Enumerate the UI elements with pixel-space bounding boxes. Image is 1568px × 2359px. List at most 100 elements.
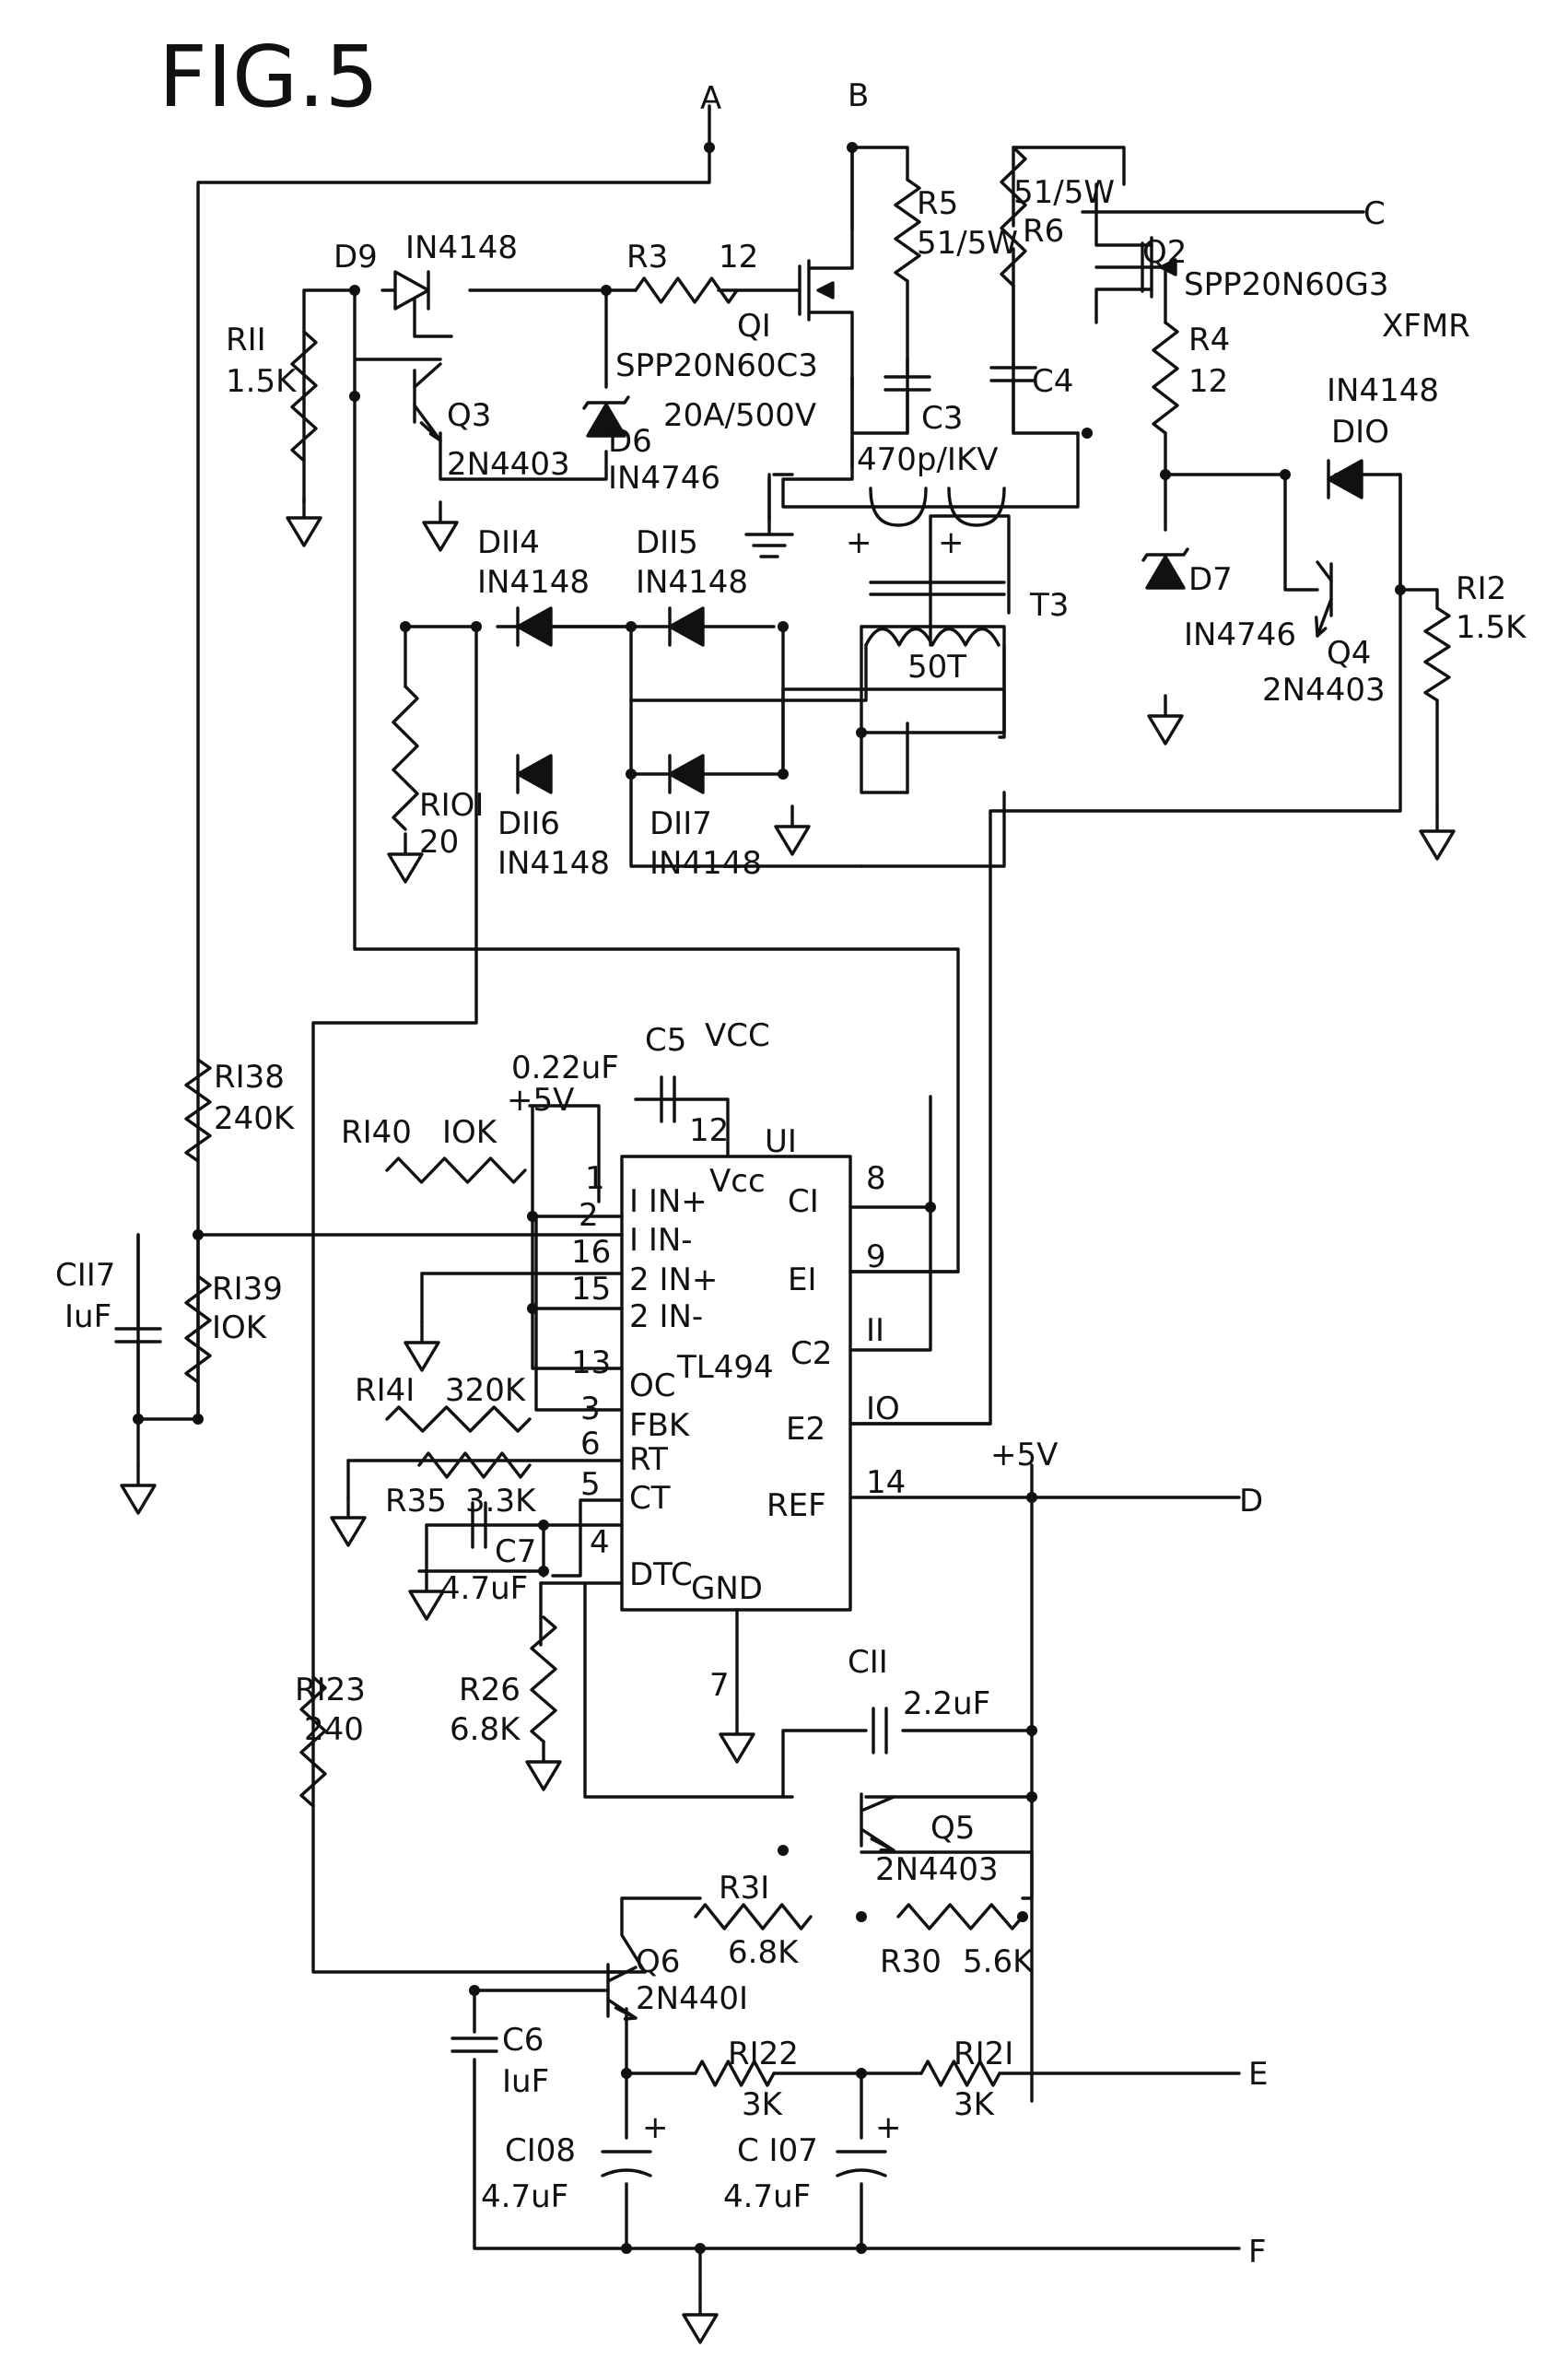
label-r11: RII bbox=[226, 322, 266, 358]
junction-dot bbox=[778, 621, 789, 632]
ground-symbol bbox=[1147, 694, 1184, 745]
terminal-B: B bbox=[848, 77, 869, 114]
resistor-r30 bbox=[896, 1903, 1024, 1931]
resistor-r139 bbox=[184, 1274, 212, 1384]
transistor-q4 bbox=[1315, 560, 1333, 638]
label-d7: D7 bbox=[1188, 561, 1233, 598]
label-c107v: 4.7uF bbox=[723, 2178, 811, 2215]
junction-dot bbox=[856, 727, 867, 738]
junction-dot bbox=[469, 1985, 480, 1996]
label-q3v: 2N4403 bbox=[447, 446, 570, 483]
wire bbox=[620, 1896, 702, 1974]
ground-symbol bbox=[286, 496, 322, 547]
wire bbox=[998, 643, 1006, 739]
label-plus: + bbox=[846, 524, 872, 561]
label-p12: 12 bbox=[689, 1112, 729, 1149]
label-r12v: 1.5K bbox=[1456, 609, 1527, 646]
wire bbox=[1164, 431, 1287, 476]
resistor-r138 bbox=[184, 1058, 212, 1163]
diode-d115 bbox=[668, 606, 705, 647]
label-plus-c108: + bbox=[642, 2109, 669, 2146]
label-r121: RI2I bbox=[954, 2036, 1013, 2072]
circuit-wires bbox=[136, 104, 1439, 2296]
capacitor-c4 bbox=[989, 366, 1037, 382]
label-r121v: 3K bbox=[954, 2086, 996, 2123]
label-c7: C7 bbox=[495, 1533, 536, 1570]
label-u_e1: EI bbox=[788, 1262, 817, 1298]
wire bbox=[551, 1498, 624, 1578]
label-u_in1p: I IN+ bbox=[629, 1183, 708, 1220]
ground-symbol bbox=[1419, 809, 1456, 861]
junction-dot bbox=[527, 1303, 538, 1314]
ground-symbol bbox=[774, 804, 811, 856]
label-pin8: 8 bbox=[866, 1160, 886, 1197]
wire bbox=[1334, 473, 1402, 592]
wire bbox=[850, 146, 909, 182]
junction-dot bbox=[1280, 469, 1291, 480]
mosfet-q2 bbox=[1094, 182, 1177, 324]
label-r122: RI22 bbox=[728, 2036, 799, 2072]
label-pin15: 15 bbox=[571, 1271, 611, 1308]
label-vcc: VCC bbox=[705, 1017, 770, 1054]
label-r5v: 51/5W bbox=[917, 225, 1018, 262]
figure-title: FIG.5 bbox=[158, 28, 379, 126]
label-r31: R3I bbox=[719, 1870, 769, 1907]
diode-d117 bbox=[668, 754, 705, 794]
label-r101v: 20 bbox=[419, 824, 459, 861]
label-r30: R30 bbox=[880, 1943, 942, 1980]
label-c4: C4 bbox=[1032, 363, 1073, 400]
label-d117v: IN4148 bbox=[649, 845, 762, 882]
label-q5: Q5 bbox=[930, 1810, 975, 1847]
label-r6: R6 bbox=[1023, 213, 1064, 250]
label-q1v: SPP20N60C3 bbox=[615, 347, 818, 384]
label-c5v: 0.22uF bbox=[511, 1050, 619, 1086]
label-pin2: 2 bbox=[579, 1197, 599, 1234]
ground-symbol bbox=[404, 1320, 440, 1372]
label-pin11: II bbox=[866, 1312, 884, 1349]
wire bbox=[311, 625, 628, 1974]
label-r123v: 240 bbox=[304, 1711, 364, 1748]
label-q4v: 2N4403 bbox=[1262, 672, 1386, 709]
label-q6: Q6 bbox=[636, 1943, 680, 1980]
wire bbox=[1283, 473, 1319, 592]
label-q2v: SPP20N60G3 bbox=[1184, 266, 1389, 303]
label-c117v: IuF bbox=[64, 1298, 111, 1335]
label-u_e2: E2 bbox=[786, 1411, 825, 1448]
label-c117: CII7 bbox=[55, 1257, 115, 1294]
label-u_in2m: 2 IN- bbox=[629, 1298, 703, 1335]
label-r101: RIOI bbox=[419, 787, 484, 824]
label-c3v: 470p/IKV bbox=[857, 441, 999, 478]
ground-symbol bbox=[525, 1740, 562, 1791]
label-d10v: IN4148 bbox=[1327, 372, 1439, 409]
capacitor-c5 bbox=[660, 1075, 676, 1123]
terminal-F: F bbox=[1248, 2234, 1267, 2271]
wire bbox=[528, 1104, 601, 1203]
junction-dot bbox=[193, 1414, 204, 1425]
label-r30v: 5.6K bbox=[963, 1943, 1035, 1980]
wire bbox=[1398, 588, 1439, 610]
label-u_rt: RT bbox=[629, 1441, 668, 1478]
label-d115v: IN4148 bbox=[636, 564, 748, 601]
junction-dot bbox=[400, 621, 411, 632]
junction-dot bbox=[925, 1202, 936, 1213]
wire bbox=[539, 1581, 794, 1799]
label-r4: R4 bbox=[1188, 322, 1230, 358]
ground-symbol bbox=[408, 1569, 445, 1621]
label-r3: R3 bbox=[626, 239, 668, 276]
junction-dot bbox=[778, 769, 789, 780]
label-plus-c107: + bbox=[875, 2109, 902, 2146]
resistor-r101 bbox=[392, 685, 419, 831]
wire bbox=[1094, 265, 1167, 324]
label-c6: C6 bbox=[502, 2022, 544, 2059]
junction-dot bbox=[856, 1911, 867, 1922]
wire bbox=[781, 431, 1080, 509]
junction-dot bbox=[1395, 584, 1406, 595]
capacitor-c11 bbox=[872, 1707, 888, 1755]
label-pin13: 13 bbox=[571, 1344, 611, 1381]
label-r4v: 12 bbox=[1188, 363, 1228, 400]
capacitor-c7 bbox=[471, 1501, 487, 1549]
label-pin1: 1 bbox=[585, 1160, 605, 1197]
label-u_fbk: FBK bbox=[629, 1407, 691, 1444]
label-r35: R35 bbox=[385, 1483, 447, 1520]
label-c108v: 4.7uF bbox=[481, 2178, 568, 2215]
